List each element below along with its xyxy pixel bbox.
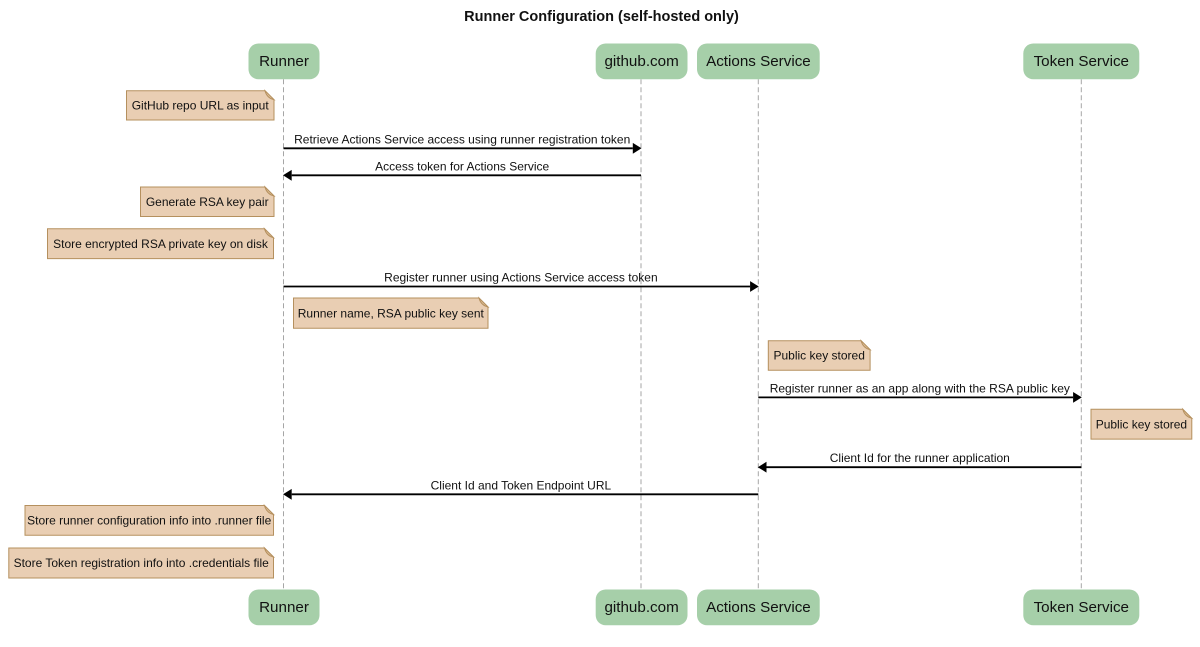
svg-text:Actions Service: Actions Service bbox=[706, 53, 811, 70]
svg-text:Runner name, RSA public key se: Runner name, RSA public key sent bbox=[298, 306, 485, 320]
svg-text:Public key stored: Public key stored bbox=[774, 349, 865, 363]
svg-text:GitHub repo URL as input: GitHub repo URL as input bbox=[132, 99, 270, 113]
svg-text:Store runner configuration inf: Store runner configuration info into .ru… bbox=[27, 514, 271, 528]
svg-text:Retrieve Actions Service acces: Retrieve Actions Service access using ru… bbox=[294, 132, 630, 146]
svg-text:Generate RSA key pair: Generate RSA key pair bbox=[146, 195, 269, 209]
svg-text:Runner: Runner bbox=[259, 599, 309, 616]
svg-text:Client Id and Token Endpoint U: Client Id and Token Endpoint URL bbox=[431, 478, 612, 492]
svg-text:Public key stored: Public key stored bbox=[1096, 417, 1187, 431]
svg-text:Access token for Actions Servi: Access token for Actions Service bbox=[375, 159, 549, 173]
svg-text:Runner Configuration (self-hos: Runner Configuration (self-hosted only) bbox=[464, 9, 739, 25]
svg-text:github.com: github.com bbox=[604, 53, 678, 70]
svg-text:github.com: github.com bbox=[604, 599, 678, 616]
svg-text:Actions Service: Actions Service bbox=[706, 599, 811, 616]
svg-text:Runner: Runner bbox=[259, 53, 309, 70]
svg-text:Token Service: Token Service bbox=[1034, 53, 1129, 70]
svg-text:Register runner using Actions: Register runner using Actions Service ac… bbox=[384, 271, 657, 285]
svg-text:Client Id for the runner appli: Client Id for the runner application bbox=[830, 451, 1010, 465]
svg-text:Store encrypted RSA private ke: Store encrypted RSA private key on disk bbox=[53, 237, 269, 251]
svg-text:Store Token registration info: Store Token registration info into .cred… bbox=[14, 556, 270, 570]
svg-text:Token Service: Token Service bbox=[1034, 599, 1129, 616]
svg-text:Register runner as an app alon: Register runner as an app along with the… bbox=[770, 381, 1070, 395]
